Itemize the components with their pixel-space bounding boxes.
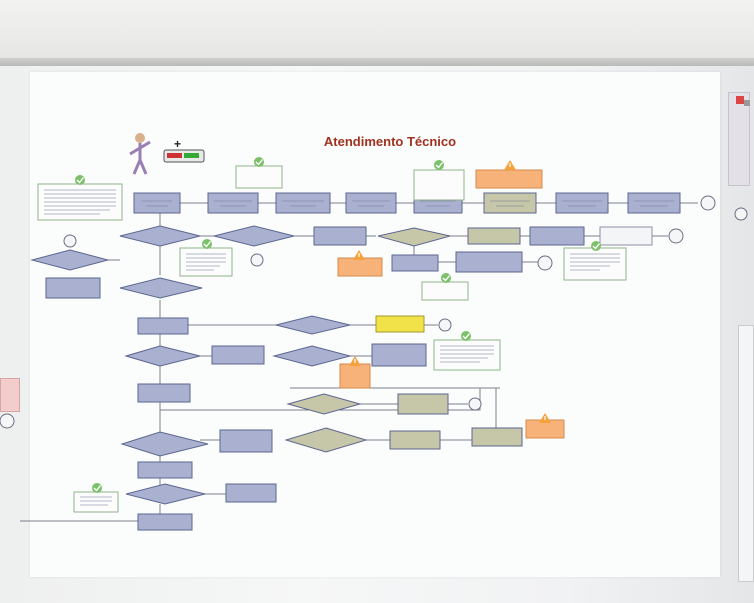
check-icon (202, 239, 212, 249)
terminator (668, 228, 684, 244)
warning-icon (504, 160, 516, 170)
note (235, 165, 283, 189)
process-box (397, 393, 449, 415)
side-icon (736, 96, 750, 106)
left-sticky-note (0, 378, 20, 412)
process-box (211, 345, 265, 365)
warning-icon (349, 356, 361, 366)
process-box (133, 192, 181, 214)
terminator (734, 207, 748, 221)
process-box (219, 429, 273, 453)
check-icon (434, 160, 444, 170)
decision-diamond (120, 431, 209, 457)
check-icon (254, 157, 264, 167)
side-sheet (728, 92, 750, 186)
left-column (30, 225, 295, 531)
check-icon (92, 483, 102, 493)
process-box (483, 192, 537, 214)
process-box (137, 461, 193, 479)
notes-orange (337, 169, 565, 439)
decision-diamond (213, 225, 295, 247)
process-boxes-row1 (133, 192, 681, 214)
terminator (468, 397, 482, 411)
process-box (137, 383, 191, 403)
process-box (207, 192, 259, 214)
note (475, 169, 543, 189)
decision-diamond (272, 345, 352, 367)
warning-icons (349, 160, 551, 423)
wall (0, 0, 754, 60)
warning-icon (353, 250, 365, 260)
terminators (0, 195, 748, 429)
terminator (250, 253, 264, 267)
decision-diamond (286, 393, 362, 415)
terminator (700, 195, 716, 211)
process-box (471, 427, 523, 447)
note (339, 363, 371, 389)
decision-diamond (119, 277, 203, 299)
terminator (438, 318, 452, 332)
process-box (391, 254, 439, 272)
decision-diamond (125, 483, 206, 505)
decision-diamond (30, 249, 110, 271)
whiteboard-frame (0, 58, 754, 66)
process-box (467, 227, 521, 245)
check-icon (591, 241, 601, 251)
process-box (529, 226, 585, 246)
person-icon: + (129, 133, 205, 175)
note-box (599, 226, 653, 246)
process-box (555, 192, 609, 214)
terminator (63, 234, 77, 248)
text-lines (44, 189, 674, 506)
note (413, 169, 465, 201)
diagram-title: Atendimento Técnico (323, 134, 457, 149)
process-box (455, 251, 523, 273)
check-icons (75, 157, 601, 493)
decision-diamond (124, 345, 201, 367)
terminator (537, 255, 553, 271)
process-box (389, 430, 441, 450)
note (337, 257, 383, 277)
decision-diamond (377, 227, 451, 247)
decision-diamond (275, 315, 351, 335)
process-box (137, 513, 193, 531)
process-box (345, 192, 397, 214)
process-box (371, 343, 427, 367)
note (563, 247, 627, 281)
warning-icon (539, 413, 551, 423)
notes-green (37, 165, 627, 513)
process-box (275, 192, 331, 214)
check-icon (441, 273, 451, 283)
plus-icon: + (174, 137, 181, 151)
process-box (137, 317, 189, 335)
process-box (225, 483, 277, 503)
check-icon (461, 331, 471, 341)
process-box (313, 226, 367, 246)
middle-area (272, 226, 653, 453)
note (73, 491, 119, 513)
decision-diamond (119, 225, 201, 247)
process-box (627, 192, 681, 214)
check-icon (75, 175, 85, 185)
note (433, 339, 501, 371)
note (421, 281, 469, 301)
decision-diamond (284, 427, 368, 453)
highlight-box (375, 315, 425, 333)
process-box (45, 277, 101, 299)
terminator (0, 413, 15, 429)
